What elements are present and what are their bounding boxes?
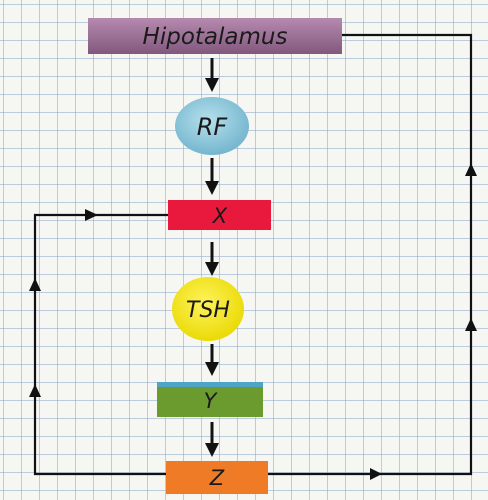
right-bottom-arrowhead	[370, 468, 382, 480]
tsh-node: TSH	[172, 277, 244, 341]
rf-label: RF	[197, 113, 229, 141]
rf-node: RF	[175, 97, 249, 155]
hypothalamus-label: Hipotalamus	[143, 24, 288, 50]
left-upper-arrowhead	[29, 278, 41, 291]
arrow-y-to-z	[205, 422, 219, 457]
arrow-tsh-to-y	[205, 344, 219, 376]
z-label: Z	[209, 466, 225, 490]
y-box-top-band	[157, 382, 263, 387]
z-node: Z	[166, 461, 268, 494]
right-lower-arrowhead	[465, 318, 477, 331]
left-lower-arrowhead	[29, 384, 41, 397]
arrow-x-to-tsh	[205, 242, 219, 276]
z-box	[166, 461, 268, 494]
tsh-ellipse	[172, 277, 244, 341]
arrow-hypothalamus-to-rf	[205, 58, 219, 92]
feedback-arrowheads	[29, 163, 477, 480]
hypothalamus-node: Hipotalamus	[88, 18, 342, 54]
right-upper-arrowhead	[465, 163, 477, 176]
left-top-arrowhead	[85, 209, 98, 221]
feedback-loop	[33, 33, 473, 476]
left-feedback-line	[33, 213, 168, 476]
y-node: Y	[157, 382, 263, 417]
arrow-rf-to-x	[205, 158, 219, 195]
right-feedback-line	[268, 33, 473, 476]
rf-ellipse	[175, 97, 249, 155]
tsh-label: TSH	[186, 298, 230, 323]
x-box	[168, 200, 271, 230]
x-label: X	[212, 204, 228, 228]
y-label: Y	[204, 389, 219, 413]
x-node: X	[168, 200, 271, 230]
flow-arrows	[205, 58, 219, 457]
hypothalamus-box	[88, 18, 342, 54]
y-box	[157, 387, 263, 417]
